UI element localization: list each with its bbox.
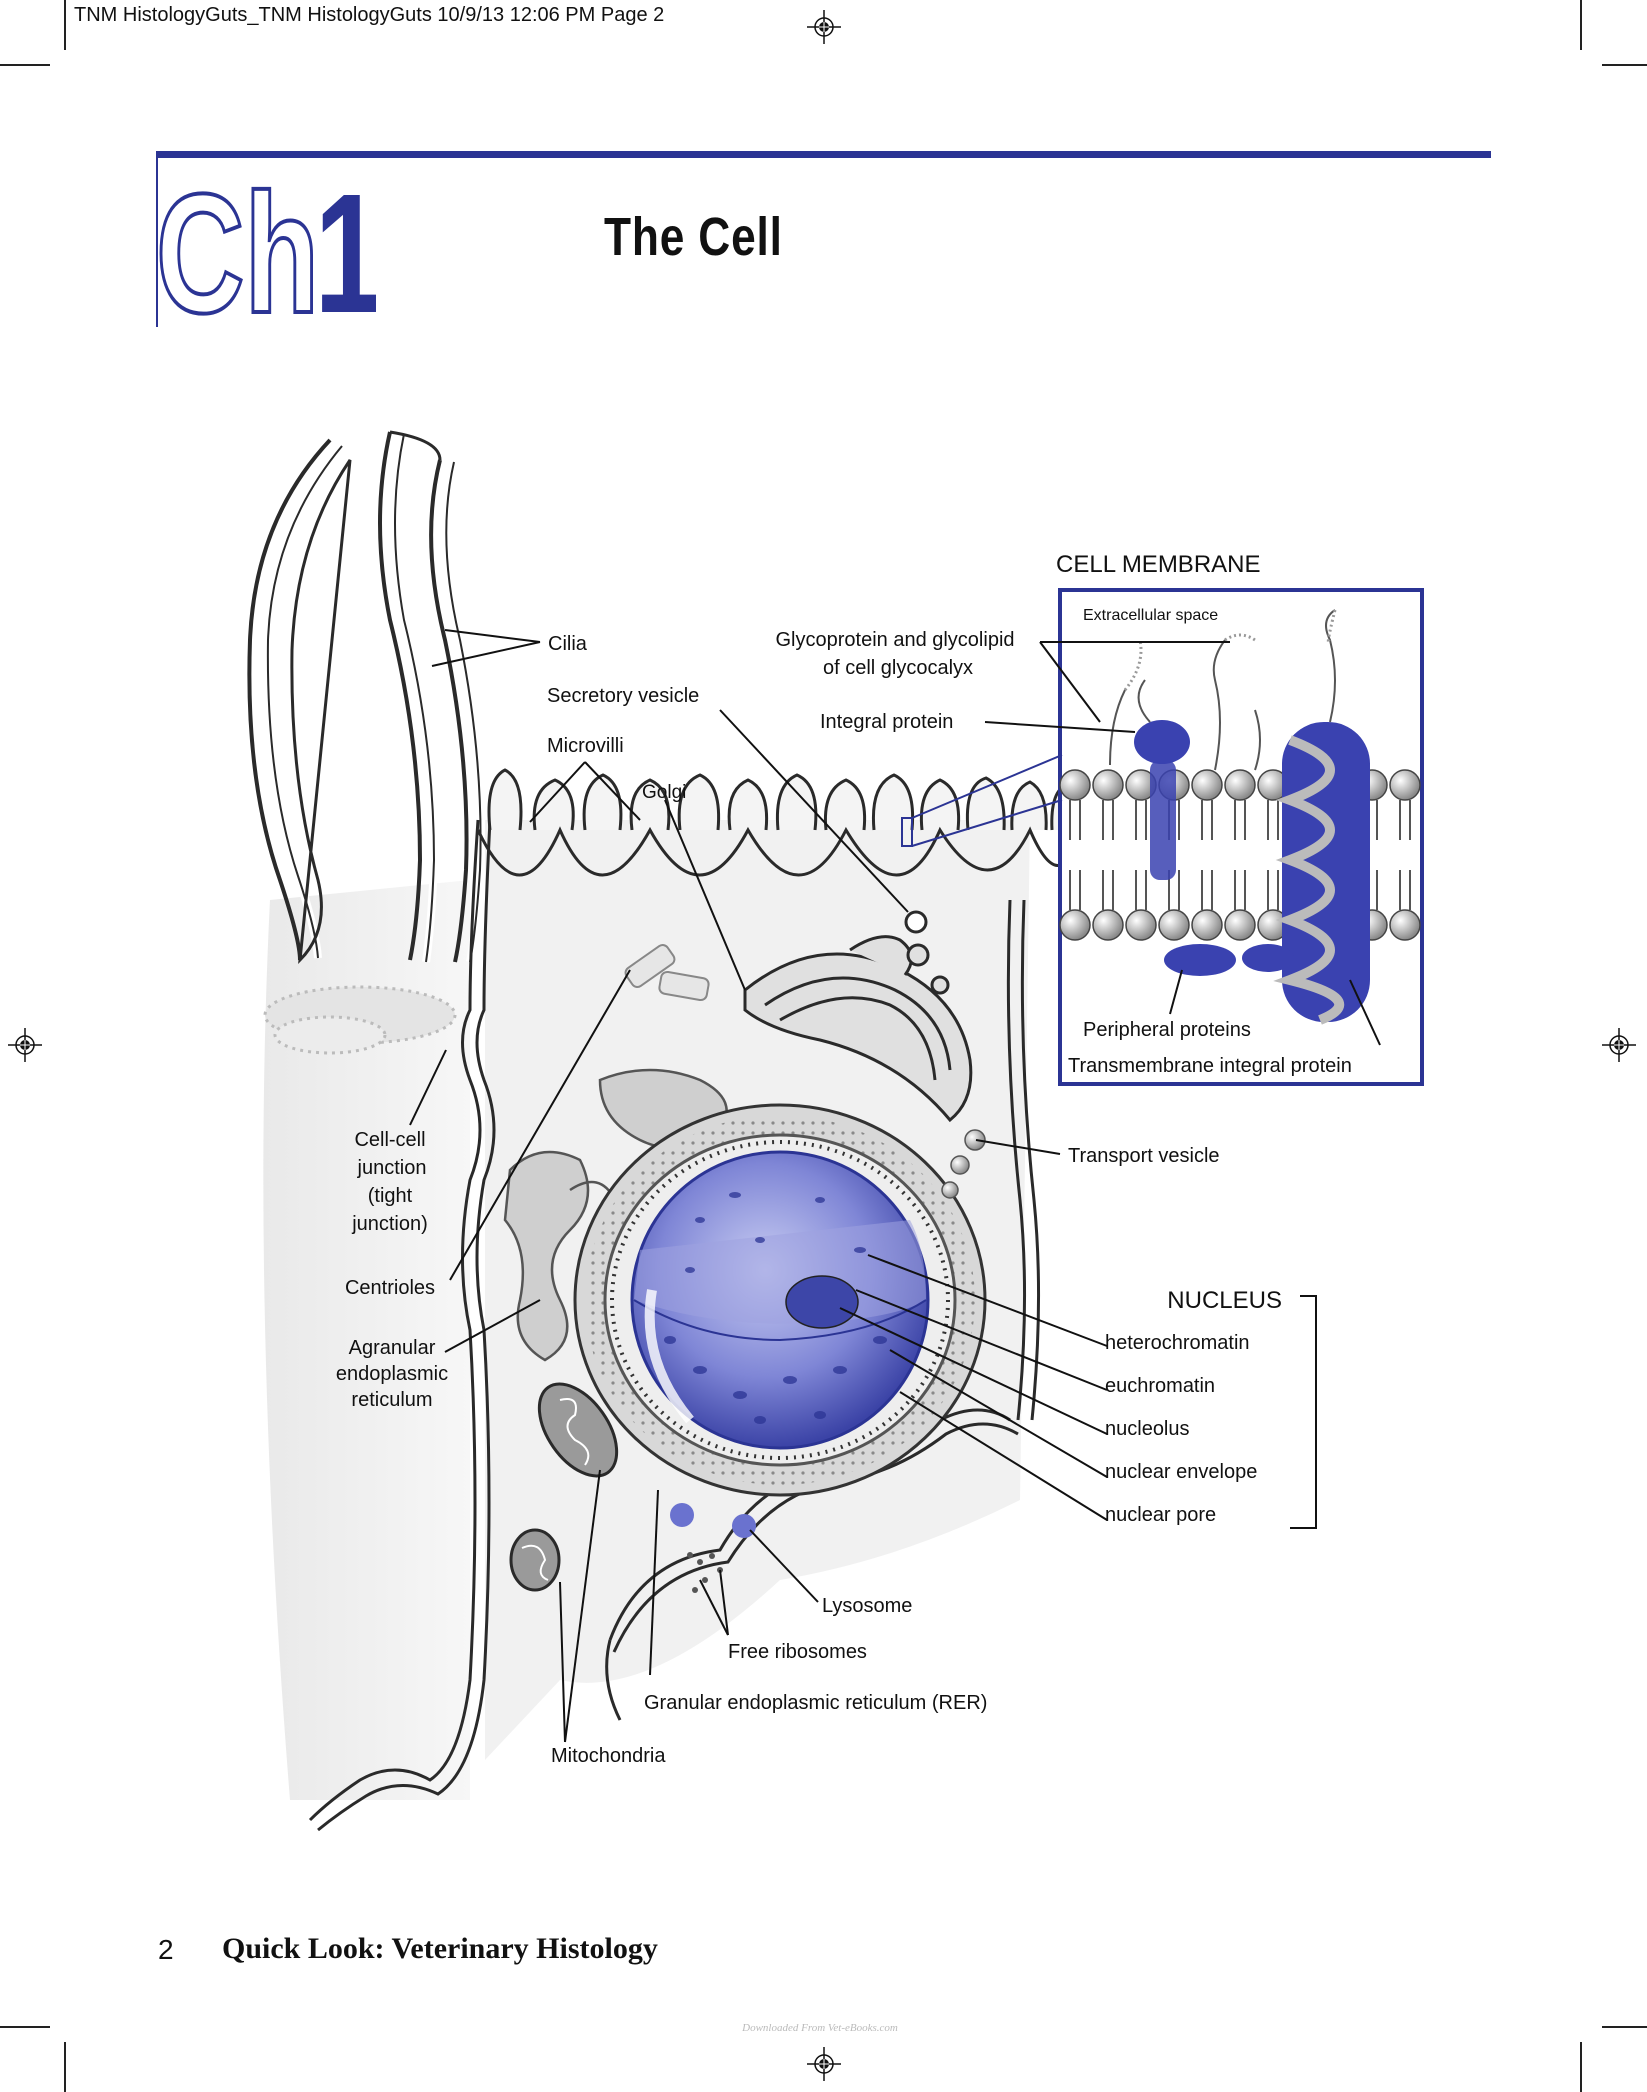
peripheral-protein-shape	[1164, 944, 1236, 976]
chapter-number: 1	[314, 160, 376, 320]
label-transmembrane-protein: Transmembrane integral protein	[1068, 1055, 1352, 1077]
print-slug: TNM HistologyGuts_TNM HistologyGuts 10/9…	[74, 4, 664, 27]
label-rer: Granular endoplasmic reticulum (RER)	[644, 1692, 987, 1714]
label-agranular-2: endoplasmic	[336, 1363, 448, 1385]
nucleus-bracket	[1290, 1296, 1316, 1528]
secretory-vesicle	[906, 912, 926, 932]
label-heterochromatin: heterochromatin	[1105, 1332, 1250, 1354]
label-free-ribosomes: Free ribosomes	[728, 1641, 867, 1663]
registration-mark-bottom-icon	[807, 2047, 841, 2081]
label-euchromatin: euchromatin	[1105, 1375, 1215, 1397]
label-nucleolus: nucleolus	[1105, 1418, 1190, 1440]
chapter-prefix: Ch	[156, 160, 319, 320]
crop-mark-tl-h	[0, 64, 50, 66]
crop-mark-br-v	[1580, 2042, 1582, 2092]
integral-protein-shape	[1134, 720, 1190, 764]
crop-mark-tl-v	[64, 0, 66, 50]
crop-mark-tr-v	[1580, 0, 1582, 50]
label-centrioles: Centrioles	[345, 1277, 435, 1299]
label-nuclear-envelope: nuclear envelope	[1105, 1461, 1257, 1483]
label-glyco-line2: of cell glycocalyx	[823, 657, 973, 679]
label-transport-vesicle: Transport vesicle	[1068, 1145, 1220, 1167]
label-cilia: Cilia	[548, 633, 588, 655]
label-glyco-line1: Glycoprotein and glycolipid	[775, 629, 1014, 651]
registration-mark-top-icon	[807, 10, 841, 44]
label-cell-cell-3: (tight	[368, 1185, 413, 1207]
chapter-title: The Cell	[604, 206, 783, 268]
crop-mark-bl-h	[0, 2026, 50, 2028]
download-watermark: Downloaded From Vet-eBooks.com	[620, 2022, 1020, 2034]
label-peripheral-proteins: Peripheral proteins	[1083, 1019, 1251, 1041]
label-golgi: Golgi	[642, 782, 686, 803]
running-footer-title: Quick Look: Veterinary Histology	[222, 1932, 658, 1966]
label-cell-cell-2: junction	[357, 1157, 427, 1179]
label-agranular-3: reticulum	[351, 1389, 432, 1411]
label-mitochondria: Mitochondria	[551, 1745, 666, 1767]
label-extracellular-space: Extracellular space	[1083, 607, 1218, 624]
crop-mark-bl-v	[64, 2042, 66, 2092]
label-lysosome: Lysosome	[822, 1595, 912, 1617]
crop-mark-tr-h	[1602, 64, 1647, 66]
crop-mark-br-h	[1602, 2026, 1647, 2028]
label-cell-cell-4: junction)	[351, 1213, 428, 1235]
chapter-label: Ch 1	[156, 160, 376, 320]
nucleolus	[786, 1276, 858, 1328]
label-integral-protein: Integral protein	[820, 711, 953, 733]
label-agranular-1: Agranular	[349, 1337, 436, 1359]
page-number: 2	[158, 1934, 174, 1966]
chapter-rule	[156, 151, 1491, 158]
nucleus-title: NUCLEUS	[1167, 1287, 1282, 1314]
label-microvilli: Microvilli	[547, 735, 624, 757]
label-nuclear-pore: nuclear pore	[1105, 1504, 1216, 1526]
cell-diagram: Cilia Secretory vesicle Microvilli Golgi…	[0, 400, 1647, 1840]
label-cell-cell-1: Cell-cell	[354, 1129, 425, 1151]
label-secretory-vesicle: Secretory vesicle	[547, 685, 699, 707]
membrane-title: CELL MEMBRANE	[1056, 551, 1261, 578]
